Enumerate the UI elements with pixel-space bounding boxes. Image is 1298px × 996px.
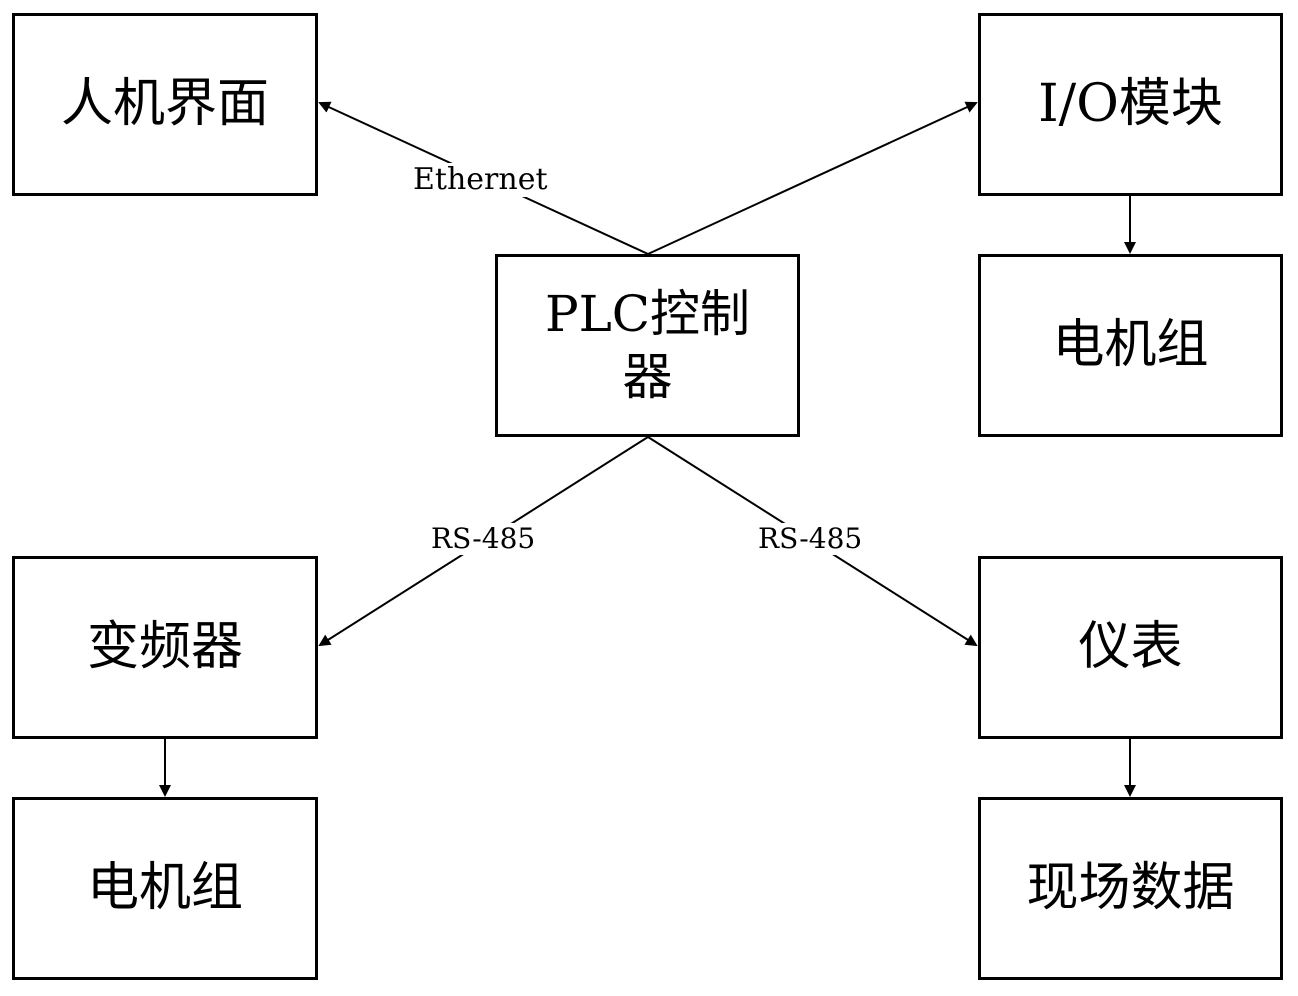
io-module-node: I/O模块: [978, 13, 1283, 196]
instrument-node: 仪表: [978, 556, 1283, 739]
rs485-vfd-edge-label: RS-485: [428, 523, 539, 555]
rs485-instrument-edge-label: RS-485: [755, 523, 866, 555]
motor-group-right-node: 电机组: [978, 254, 1283, 437]
field-data-label: 现场数据: [1026, 858, 1235, 918]
motor-group-left-label: 电机组: [86, 858, 243, 918]
vfd-label: 变频器: [86, 617, 243, 677]
ethernet-edge-label: Ethernet: [410, 163, 551, 197]
vfd-node: 变频器: [12, 556, 318, 739]
instrument-label: 仪表: [1078, 617, 1183, 677]
plc-controller-node: PLC控制 器: [495, 254, 800, 437]
hmi-label: 人机界面: [60, 74, 269, 134]
hmi-node: 人机界面: [12, 13, 318, 196]
motor-group-right-label: 电机组: [1052, 315, 1209, 375]
edge-plc-io: [647, 101, 978, 255]
field-data-node: 现场数据: [978, 797, 1283, 980]
plc-label-line1: PLC控制: [544, 285, 751, 343]
io-module-label: I/O模块: [1038, 74, 1223, 134]
plc-label-line2: 器: [622, 347, 673, 406]
motor-group-left-node: 电机组: [12, 797, 318, 980]
